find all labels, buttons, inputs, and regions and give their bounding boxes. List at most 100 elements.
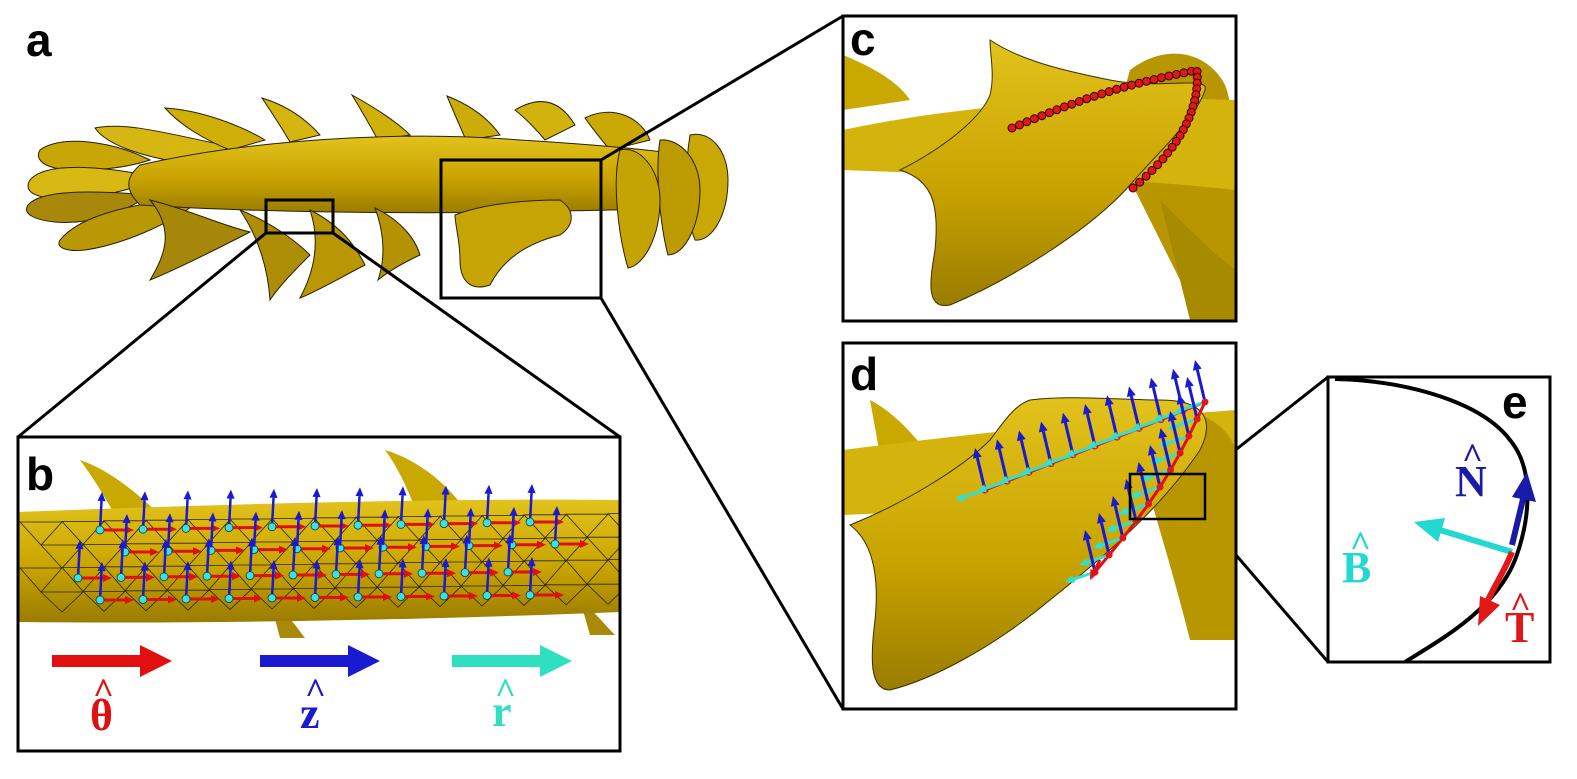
mesh-node [95, 525, 105, 535]
mesh-node [95, 595, 105, 605]
mesh-node [482, 518, 492, 528]
z-arrow [269, 560, 278, 599]
z-arrow [161, 538, 170, 577]
curve-node [1156, 483, 1164, 491]
legend-r-hat: ^ [495, 671, 516, 711]
curve-dot [1127, 80, 1137, 90]
mesh-node [138, 524, 148, 534]
z-arrow [75, 540, 84, 579]
t-symbol: T [1505, 603, 1534, 652]
curve-dot [1149, 75, 1159, 84]
curve-dot [1157, 73, 1166, 83]
z-arrow [97, 492, 106, 531]
z-arrow [333, 536, 342, 575]
zoom-box-c [439, 158, 603, 300]
red-dot-curve-c [1007, 66, 1202, 193]
z-arrow [355, 487, 364, 526]
mesh-node [267, 522, 277, 532]
curve-node [1145, 500, 1153, 508]
mesh-node [503, 567, 513, 577]
z-arrow [527, 484, 536, 523]
mesh-node [224, 523, 234, 532]
panel-label-b: b [26, 448, 54, 500]
z-arrow [441, 485, 450, 524]
mesh-node [267, 593, 277, 603]
normal-arrow [1082, 404, 1097, 447]
curve-node [1185, 432, 1193, 440]
panel-e: ^ N ^ B ^ T e [1326, 375, 1552, 664]
mesh-node [417, 568, 427, 578]
curve-dot [1044, 108, 1054, 118]
panel-d: d [841, 341, 1238, 711]
z-arrow [462, 534, 471, 573]
curve-dot [1128, 183, 1138, 193]
curve-dot [1135, 177, 1145, 187]
z-arrow [484, 484, 493, 523]
z-arrow [140, 561, 149, 600]
curve-node [1105, 551, 1113, 559]
legend-z-symbol: z [300, 689, 320, 738]
z-arrow [118, 539, 127, 578]
mesh-node [73, 573, 83, 583]
normal-arrow [1158, 428, 1172, 471]
curve-dot [1134, 78, 1144, 88]
curve-node [1193, 415, 1201, 423]
z-arrow [376, 535, 385, 574]
normal-arrow [1060, 412, 1075, 456]
panel-b: ^ θ ^ z ^ r b [16, 435, 622, 753]
z-arrow [441, 558, 450, 597]
curve-dot [1082, 94, 1092, 104]
curve-dot [1158, 154, 1168, 164]
normal-arrow [1192, 360, 1207, 403]
mesh-node [460, 568, 470, 577]
n-arrow [1509, 472, 1536, 546]
normal-arrow [994, 439, 1009, 482]
z-arrow [312, 488, 321, 527]
tangent-arrow [1090, 559, 1102, 580]
curve-dot [1015, 120, 1024, 130]
mesh-node [288, 570, 298, 580]
normal-arrow [1082, 530, 1097, 573]
mesh-node [525, 517, 535, 527]
curve-dot [1119, 82, 1129, 92]
normal-arrow [1185, 377, 1199, 420]
z-arrow [183, 490, 192, 529]
legend-z-arrow [260, 645, 380, 677]
mesh-node [396, 592, 406, 601]
z-arrow [484, 557, 493, 596]
curve-dot [1097, 89, 1107, 99]
curve-dot [1142, 76, 1151, 86]
normal-arrow [1104, 395, 1119, 438]
curve-dot [1059, 102, 1069, 112]
curve-node [1167, 466, 1175, 474]
legend-r-arrow [452, 645, 572, 677]
curve-node [1201, 398, 1209, 406]
curve-dot [1074, 97, 1084, 106]
normal-arrow [1126, 386, 1141, 429]
binormal-arrow [1130, 485, 1161, 498]
mesh-node [525, 590, 535, 600]
mesh-node [482, 591, 492, 600]
z-arrow [183, 561, 192, 600]
curve-dot [1022, 117, 1032, 127]
binormal-arrow [1106, 519, 1137, 532]
z-arrow [552, 506, 561, 545]
body-surface-a [26, 93, 729, 302]
mesh-node [374, 569, 384, 579]
z-arrow [398, 486, 407, 525]
z-arrow [290, 537, 299, 576]
b-hat: ^ [1350, 524, 1371, 564]
frame-arrows-b [73, 484, 589, 605]
z-arrow [226, 560, 235, 599]
panel-label-e: e [1502, 376, 1528, 428]
curve-dot [1037, 111, 1047, 121]
normal-arrow [1097, 513, 1111, 556]
legend-theta-arrow [52, 645, 172, 677]
mesh-node [310, 521, 320, 531]
normal-arrow [1147, 445, 1162, 488]
curve-dot [1171, 69, 1181, 79]
n-symbol: N [1455, 457, 1487, 506]
z-arrow [355, 559, 364, 598]
z-arrow [527, 557, 536, 596]
curve-dot [1164, 71, 1174, 81]
